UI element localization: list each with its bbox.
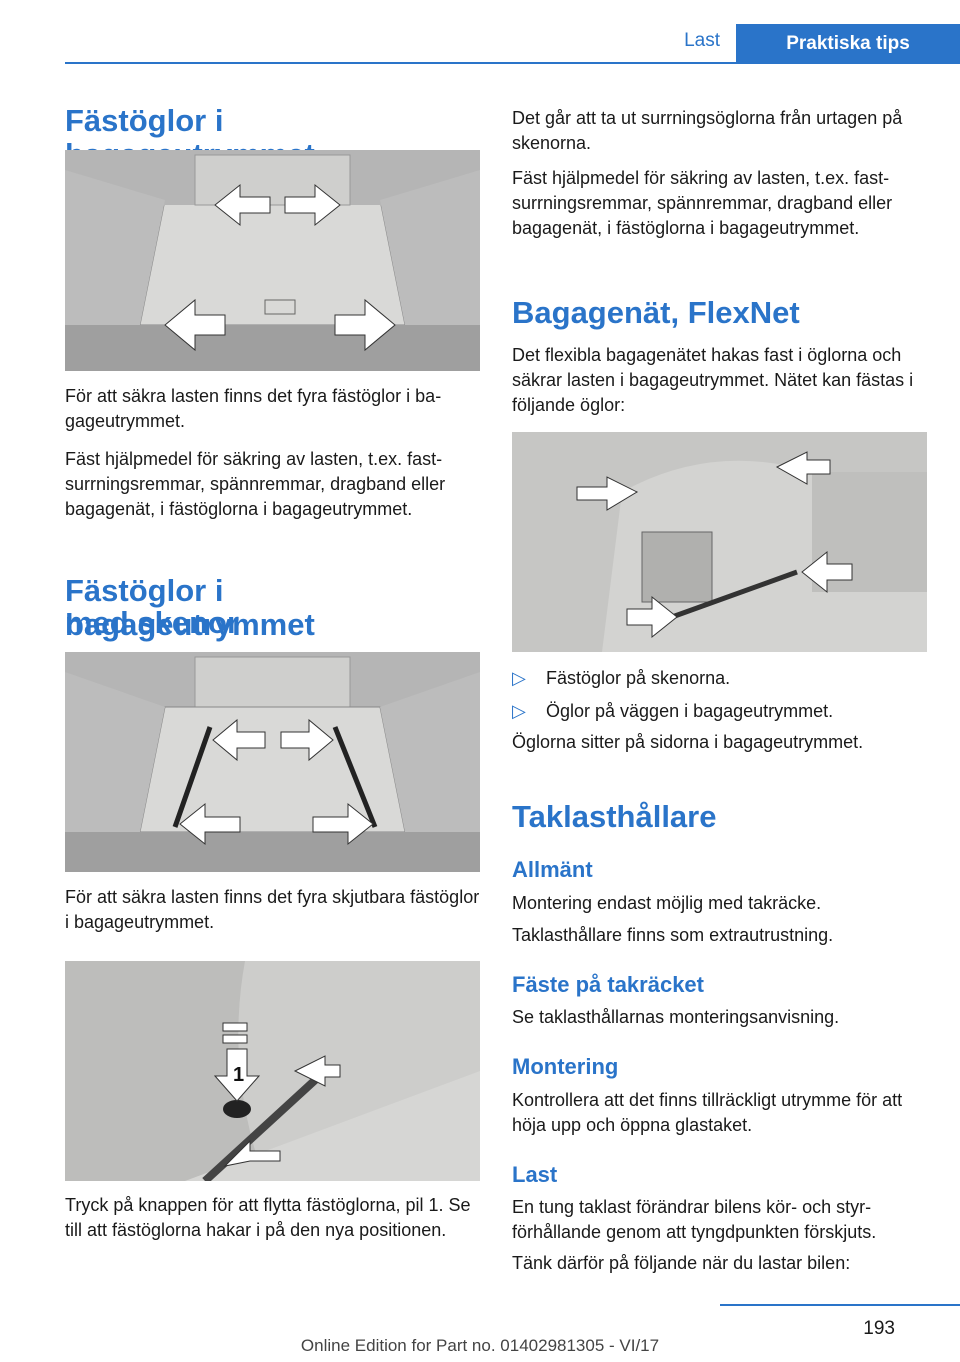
paragraph-four-eyes: För att säkra lasten finns det fyra fäst…	[65, 386, 442, 431]
heading-fastoglor-line1: Fästöglor i bagageutrymmet	[65, 573, 315, 642]
trunk-image-1	[65, 150, 480, 371]
list-item: ▷Fästöglor på skenorna.	[512, 666, 730, 691]
heading-faste: Fäste på takräcket	[512, 972, 704, 997]
paragraph-flexnet: Det flexibla bagagenätet hakas fast i ög…	[512, 345, 914, 415]
heading-taklasthallare: Taklasthållare	[512, 799, 717, 834]
triangle-bullet-icon: ▷	[512, 668, 526, 688]
paragraph-press-button: Tryck på knappen för att flytta fästöglo…	[65, 1195, 471, 1240]
heading-montering: Montering	[512, 1054, 619, 1079]
paragraph-space-check: Kontrollera att det finns tillräckligt u…	[512, 1090, 903, 1135]
paragraph-fasten-aids: Fäst hjälpmedel för säkring av lasten, t…	[65, 449, 446, 519]
tab-last[interactable]: Last	[684, 30, 720, 51]
paragraph-eyes-sides: Öglorna sitter på sidorna i bagageutrymm…	[512, 732, 864, 752]
footer-rule	[720, 1304, 960, 1306]
edition-footer: Online Edition for Part no. 01402981305 …	[300, 1336, 660, 1355]
heading-fastoglor-line2: med skenor	[65, 605, 240, 640]
heading-allmant: Allmänt	[512, 857, 593, 882]
paragraph-think: Tänk därför på följande när du lastar bi…	[512, 1253, 851, 1273]
header-rule	[65, 24, 960, 64]
page-number: 193	[863, 1318, 895, 1339]
trunk-image-rails	[65, 652, 480, 872]
list-item: ▷Öglor på väggen i bagageutrymmet.	[512, 699, 833, 724]
heading-last: Last	[512, 1162, 558, 1187]
paragraph-heavy-load: En tung taklast förändrar bilens kör- oc…	[512, 1197, 877, 1242]
heading-flexnet: Bagagenät, FlexNet	[512, 295, 800, 330]
tab-praktiska-tips[interactable]: Praktiska tips	[736, 24, 960, 63]
flexnet-image	[512, 432, 927, 652]
paragraph-extra-equipment: Taklasthållare finns som extrautrustning…	[512, 925, 834, 945]
rail-button-image: 1	[65, 961, 480, 1181]
paragraph-mounting-roofrail: Montering endast möjlig med takräcke.	[512, 893, 822, 913]
paragraph-remove-eyes: Det går att ta ut surrningsöglorna från …	[512, 108, 903, 153]
arrow-label-1: 1	[233, 1064, 244, 1086]
paragraph-slidable-eyes: För att säkra lasten finns det fyra skju…	[65, 887, 480, 932]
paragraph-instructions: Se taklasthållarnas monteringsanvisning.	[512, 1007, 840, 1027]
triangle-bullet-icon: ▷	[512, 701, 526, 721]
paragraph-fasten-aids-right: Fäst hjälpmedel för säkring av lasten, t…	[512, 168, 893, 238]
